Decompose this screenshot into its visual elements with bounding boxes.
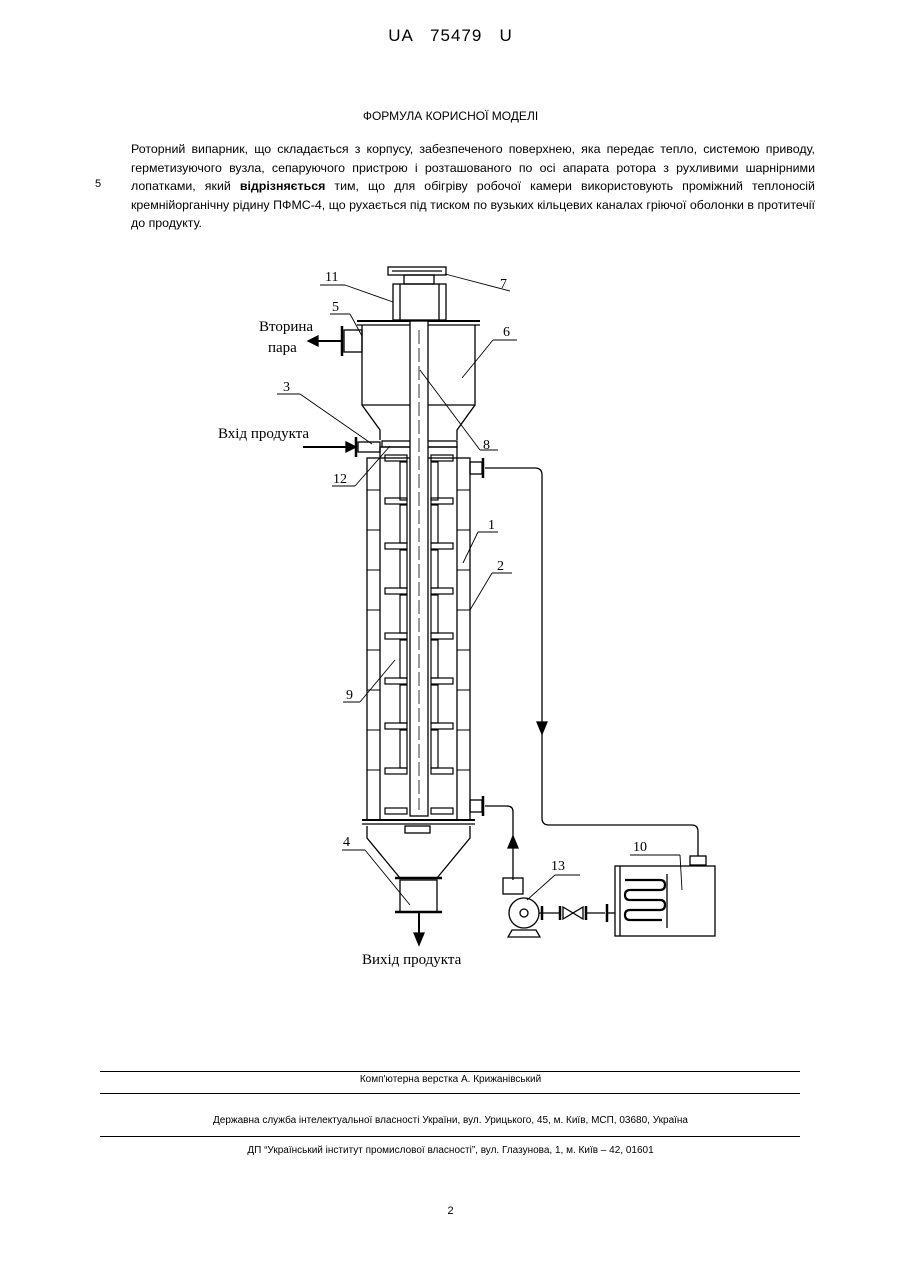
- label-3: 3: [283, 380, 290, 395]
- page-number: 2: [0, 1205, 901, 1217]
- label-1: 1: [488, 518, 495, 533]
- caption-secondary-steam-line1: Вторина: [259, 319, 313, 335]
- footer-rule-1: [100, 1071, 800, 1072]
- institute-address: ДП “Український інститут промислової вла…: [0, 1145, 901, 1156]
- footer-rule-3: [100, 1136, 800, 1137]
- caption-secondary-steam-line2: пара: [268, 340, 297, 356]
- footer-rule-2: [100, 1093, 800, 1094]
- apparatus-diagram: 11 7 5 6 3 8 12 1 2 9 4 13 10 Вторина па…: [0, 0, 901, 1000]
- label-2: 2: [497, 559, 504, 574]
- coolant-supply-line: [485, 468, 698, 856]
- label-7: 7: [500, 277, 507, 292]
- product-inlet-nozzle: [358, 442, 380, 452]
- layout-credit: Комп'ютерна верстка А. Крижанівський: [0, 1074, 901, 1085]
- valve: [560, 904, 615, 922]
- label-9: 9: [346, 688, 353, 703]
- label-11: 11: [325, 270, 338, 285]
- steam-nozzle: [344, 330, 362, 352]
- product-outlet-nozzle: [400, 880, 437, 912]
- label-8: 8: [483, 438, 490, 453]
- label-4: 4: [343, 835, 350, 850]
- coolant-return-line: [485, 806, 513, 880]
- heater-unit: [615, 856, 715, 936]
- label-10: 10: [633, 840, 647, 855]
- agency-address: Державна служба інтелектуальної власност…: [0, 1115, 901, 1126]
- outlet-cone: [367, 826, 470, 878]
- label-6: 6: [503, 325, 510, 340]
- caption-product-inlet: Вхід продукта: [218, 426, 309, 442]
- circulation-pump: [503, 878, 560, 937]
- label-12: 12: [333, 472, 347, 487]
- caption-product-outlet: Вихід продукта: [362, 952, 462, 968]
- label-13: 13: [551, 859, 565, 874]
- seal-housing: [393, 284, 446, 320]
- label-5: 5: [332, 300, 339, 315]
